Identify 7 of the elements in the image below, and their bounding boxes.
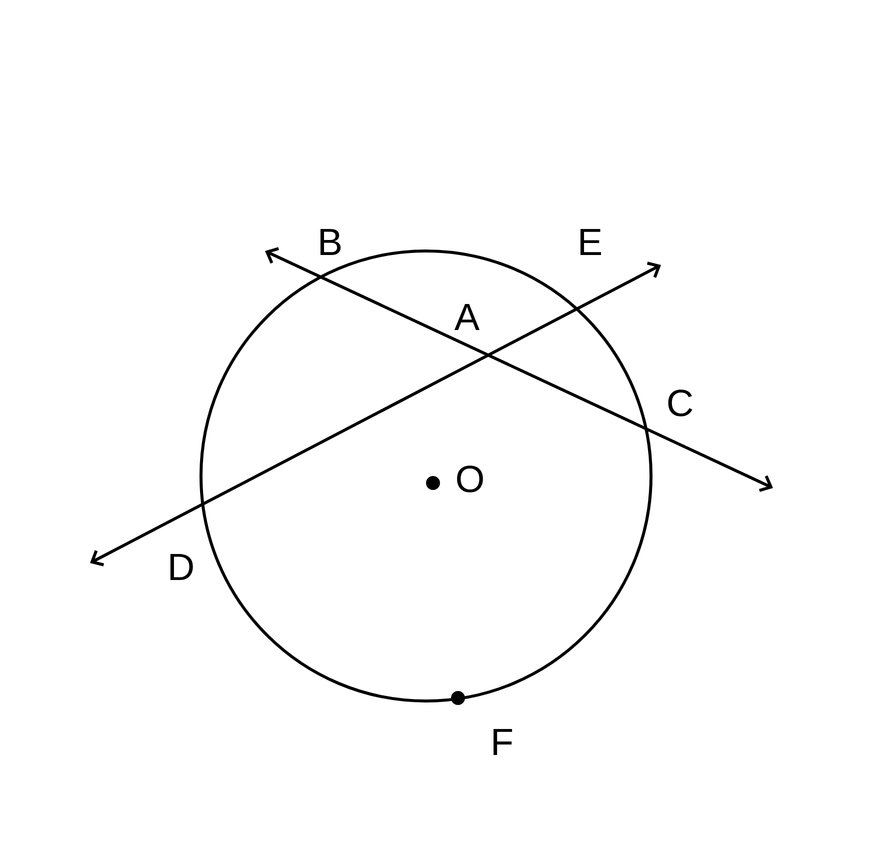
point-label: E xyxy=(580,228,601,256)
point-label: O xyxy=(457,466,483,492)
point-label: B xyxy=(320,228,341,256)
point-label: C xyxy=(668,390,692,416)
point-label: F xyxy=(494,728,512,756)
point-label: A xyxy=(454,304,480,330)
point-label: D xyxy=(170,554,193,580)
